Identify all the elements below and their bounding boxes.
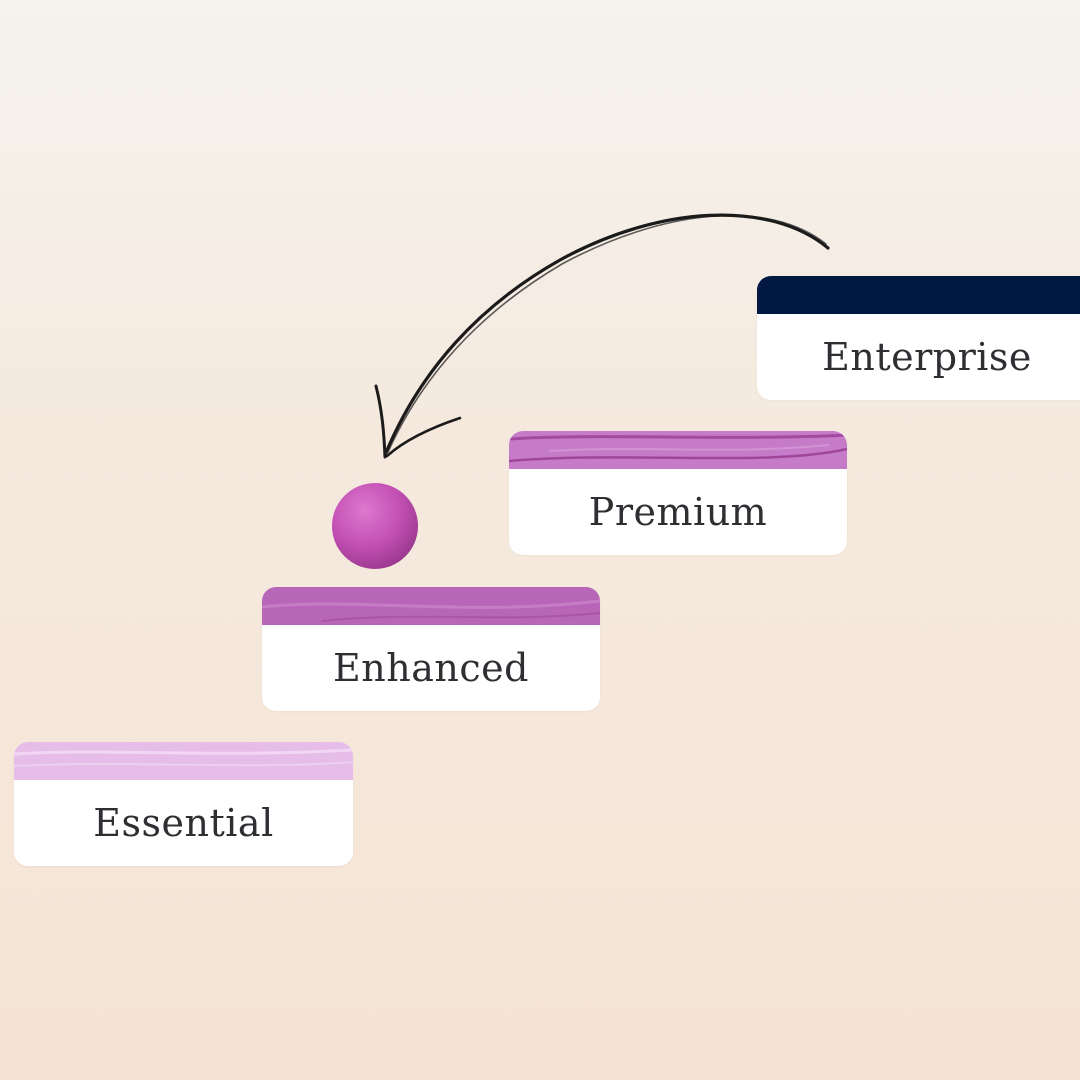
step-label: Premium xyxy=(588,490,768,534)
step-premium: Premium xyxy=(509,431,847,555)
step-label: Enhanced xyxy=(333,646,529,690)
step-essential: Essential xyxy=(14,742,353,866)
arrow-head-left xyxy=(374,384,387,459)
step-band xyxy=(14,742,353,780)
step-band xyxy=(757,276,1080,314)
step-enhanced: Enhanced xyxy=(262,587,600,711)
step-band xyxy=(509,431,847,469)
step-label: Essential xyxy=(93,801,274,845)
step-band xyxy=(262,587,600,625)
ball-icon xyxy=(332,483,418,569)
step-label: Enterprise xyxy=(822,335,1032,379)
step-enterprise: Enterprise xyxy=(757,276,1080,400)
arrow-head-right xyxy=(385,416,462,458)
